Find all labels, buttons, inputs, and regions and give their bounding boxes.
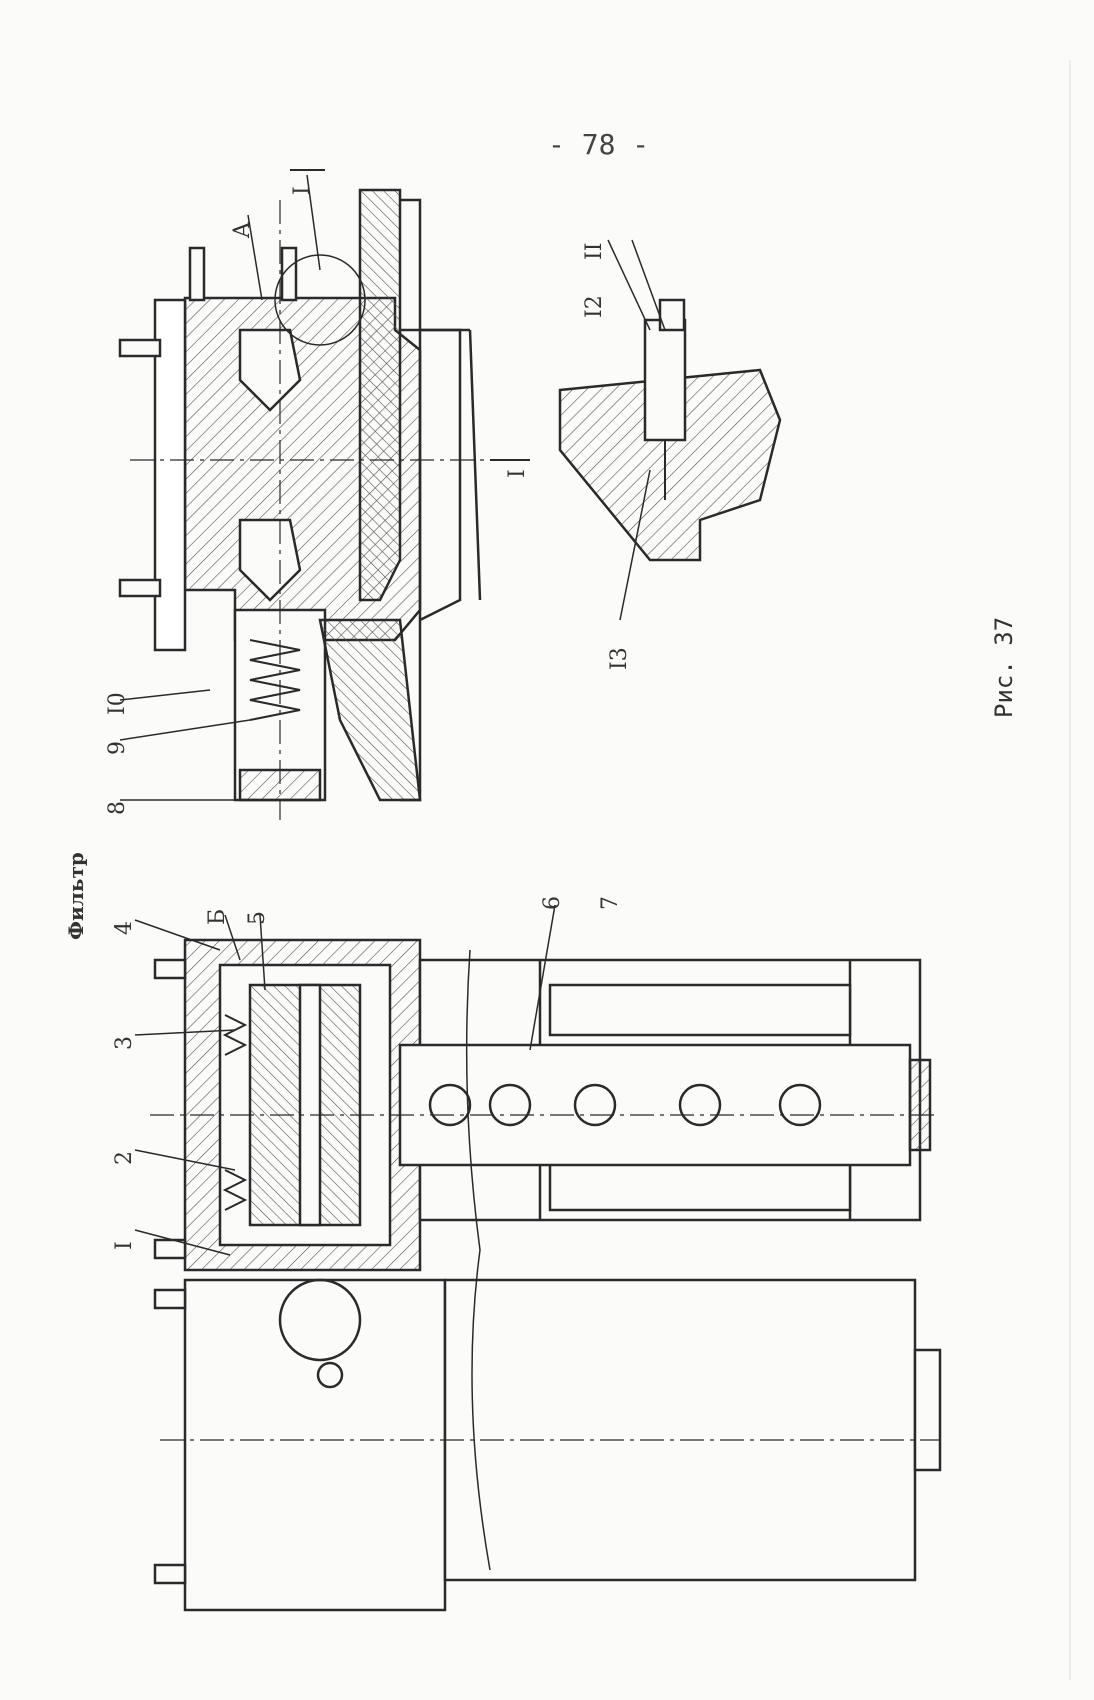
label-9: 9 [105,741,130,755]
detail-section-I [558,239,782,621]
label-11: II [582,242,607,260]
label-2: 2 [112,1151,137,1165]
label-5: 5 [245,911,270,925]
section-title: Фильтр [64,852,88,940]
label-10: I0 [105,692,130,715]
label-13: I3 [607,647,632,670]
upper-valve-assembly [118,169,530,820]
label-6: 6 [540,896,565,910]
label-A: A [230,222,255,238]
label-B: Б [205,908,230,925]
label-section-I-bottom: I [505,469,530,478]
figure-caption: Рис. 37 [990,616,1018,718]
lower-filter-assembly [134,904,942,1612]
page-number: - 78 - [548,128,650,161]
label-1: I [112,1241,137,1250]
label-8: 8 [105,801,130,815]
label-7: 7 [598,896,623,910]
label-12: I2 [582,295,607,318]
label-3: 3 [112,1036,137,1050]
label-4: 4 [112,921,137,935]
label-section-I-top: I [290,186,315,195]
